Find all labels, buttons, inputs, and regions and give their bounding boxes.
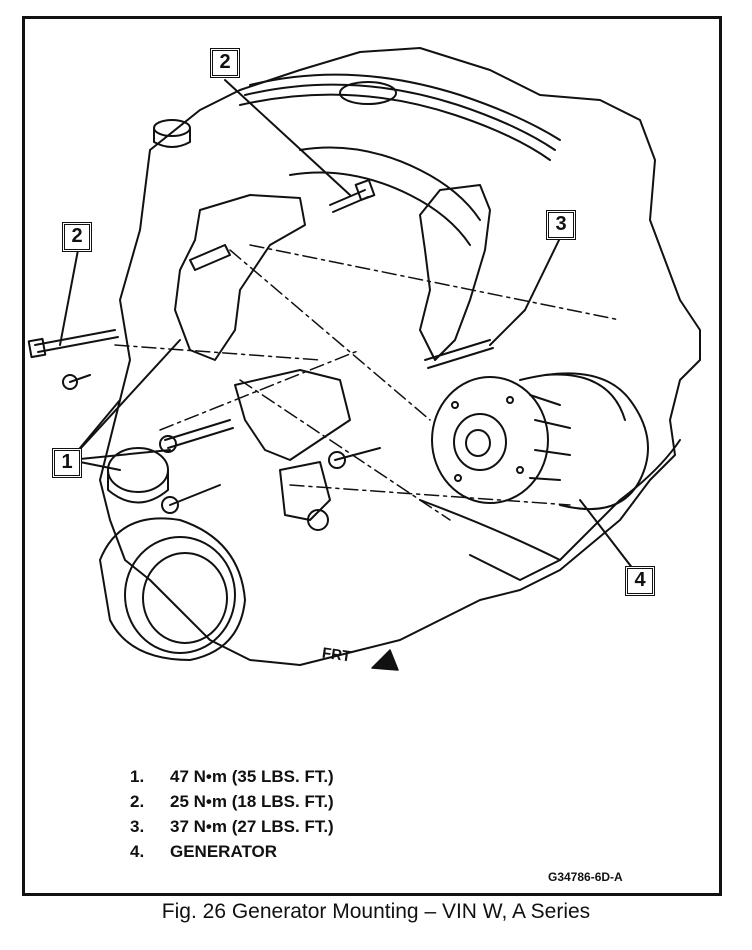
- legend-item: 4. GENERATOR: [130, 839, 334, 864]
- legend-number: 1.: [130, 767, 145, 786]
- generator: [431, 372, 649, 511]
- legend-text: 37 N•m (27 LBS. FT.): [170, 817, 334, 836]
- callout-2-upper: 2: [210, 48, 240, 78]
- engine-illustration: FRT: [27, 47, 701, 671]
- bolts: [27, 179, 494, 514]
- crank-pulley: [99, 517, 246, 661]
- front-arrow: [371, 649, 399, 671]
- rear-bracket: [419, 184, 491, 361]
- legend-item: 2. 25 N•m (18 LBS. FT.): [130, 789, 334, 814]
- engine-block-outline: [99, 47, 701, 666]
- legend-item: 3. 37 N•m (27 LBS. FT.): [130, 814, 334, 839]
- bracket-slot: [189, 244, 231, 271]
- intake-manifold: [239, 73, 561, 246]
- figure-code: G34786-6D-A: [548, 870, 623, 884]
- legend-number: 4.: [130, 842, 145, 861]
- callout-2-left: 2: [62, 222, 92, 252]
- upper-bracket: [174, 194, 306, 361]
- lower-bracket: [234, 369, 351, 461]
- callout-1: 1: [52, 448, 82, 478]
- legend-number: 3.: [130, 817, 145, 836]
- figure-caption: Fig. 26 Generator Mounting – VIN W, A Se…: [161, 900, 591, 923]
- legend-number: 2.: [130, 792, 145, 811]
- legend-text: GENERATOR: [170, 842, 278, 861]
- idler-pulley: [107, 447, 169, 504]
- figure-frame: [22, 16, 722, 896]
- callout-4: 4: [625, 566, 655, 596]
- legend-item: 1. 47 N•m (35 LBS. FT.): [130, 764, 334, 789]
- alignment-lines: [114, 244, 621, 521]
- legend-text: 25 N•m (18 LBS. FT.): [170, 792, 334, 811]
- callout-3: 3: [546, 210, 576, 240]
- torque-legend: 1. 47 N•m (35 LBS. FT.) 2. 25 N•m (18 LBS.…: [130, 764, 334, 864]
- frt-label: FRT: [321, 645, 352, 666]
- legend-text: 47 N•m (35 LBS. FT.): [170, 767, 334, 786]
- oil-filler-cap: [153, 119, 191, 148]
